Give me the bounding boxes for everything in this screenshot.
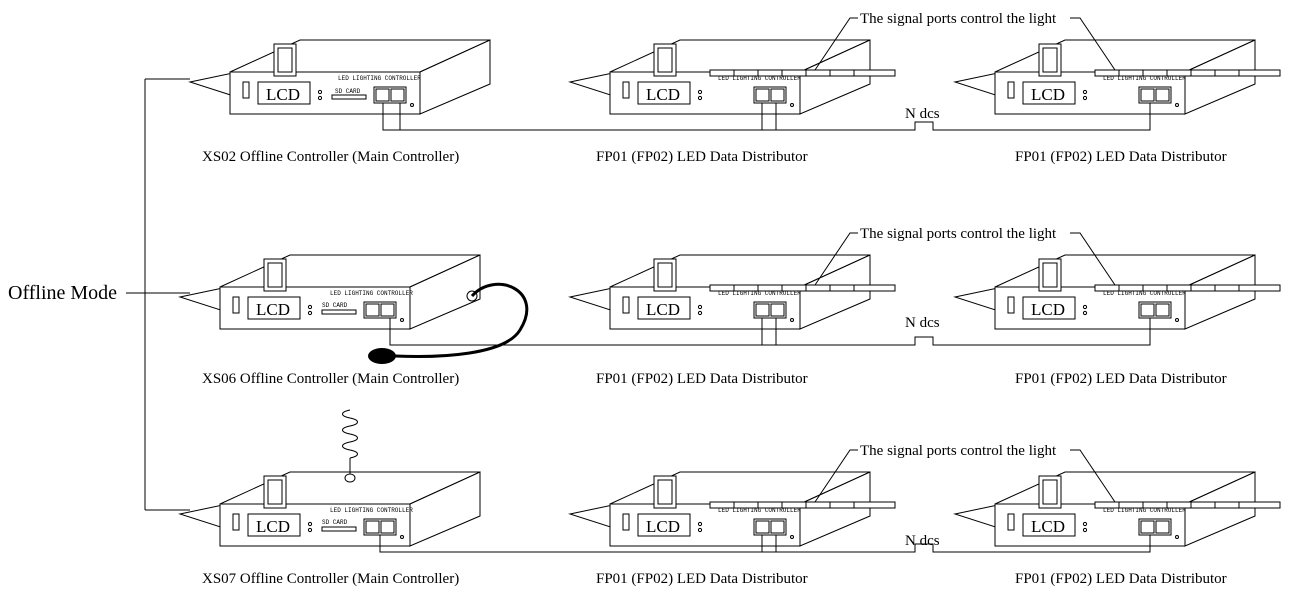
controller-title: LED LIGHTING CONTROLLER <box>718 75 801 82</box>
controller-title: LED LIGHTING CONTROLLER <box>718 290 801 297</box>
distributor-caption: FP01 (FP02) LED Data Distributor <box>1015 371 1227 387</box>
distributor-caption: FP01 (FP02) LED Data Distributor <box>1015 149 1227 165</box>
controller-title: LED LIGHTING CONTROLLER <box>330 507 413 514</box>
controller-title: LED LIGHTING CONTROLLER <box>330 290 413 297</box>
main-controller-caption: XS07 Offline Controller (Main Controller… <box>202 571 459 587</box>
lcd-text: LCD <box>266 85 300 104</box>
main-controller-caption: XS06 Offline Controller (Main Controller… <box>202 371 459 387</box>
distributor-caption: FP01 (FP02) LED Data Distributor <box>596 371 808 387</box>
remote-receiver <box>368 348 396 364</box>
lcd-text: LCD <box>646 517 680 536</box>
signal-ports-callout: The signal ports control the light <box>860 443 1057 459</box>
controller-title: LED LIGHTING CONTROLLER <box>338 75 421 82</box>
lcd-text: LCD <box>1031 517 1065 536</box>
sd-card-text: SD CARD <box>322 519 348 526</box>
lcd-text: LCD <box>256 300 290 319</box>
controller-title: LED LIGHTING CONTROLLER <box>1103 75 1186 82</box>
chain-count-label: N dcs <box>905 106 940 122</box>
row-2: LCD LCD LCD LED LIGHTING CONTROLLER LED … <box>180 226 1280 387</box>
lcd-text: LCD <box>256 517 290 536</box>
controller-title: LED LIGHTING CONTROLLER <box>1103 290 1186 297</box>
lcd-text: LCD <box>1031 85 1065 104</box>
chain-count-label: N dcs <box>905 315 940 331</box>
mode-bracket <box>126 79 190 510</box>
signal-ports-callout: The signal ports control the light <box>860 11 1057 27</box>
row-3: LCD LCD LCD LED LIGHTING CONTROLLER LED … <box>180 410 1280 587</box>
signal-ports-callout: The signal ports control the light <box>860 226 1057 242</box>
controller-title: LED LIGHTING CONTROLLER <box>718 507 801 514</box>
chain-count-label: N dcs <box>905 533 940 549</box>
controller-title: LED LIGHTING CONTROLLER <box>1103 507 1186 514</box>
lcd-text: LCD <box>1031 300 1065 319</box>
distributor-caption: FP01 (FP02) LED Data Distributor <box>1015 571 1227 587</box>
sd-card-text: SD CARD <box>322 302 348 309</box>
distributor-caption: FP01 (FP02) LED Data Distributor <box>596 571 808 587</box>
distributor-caption: FP01 (FP02) LED Data Distributor <box>596 149 808 165</box>
lcd-text: LCD <box>646 85 680 104</box>
sd-card-text: SD CARD <box>335 88 361 95</box>
lcd-text: LCD <box>646 300 680 319</box>
antenna-icon <box>343 410 358 482</box>
offline-mode-label: Offline Mode <box>8 282 117 304</box>
main-controller-caption: XS02 Offline Controller (Main Controller… <box>202 149 459 165</box>
row-1: LCD LCD LCD LED LIGHTING CONTROLLER LED … <box>190 11 1280 165</box>
